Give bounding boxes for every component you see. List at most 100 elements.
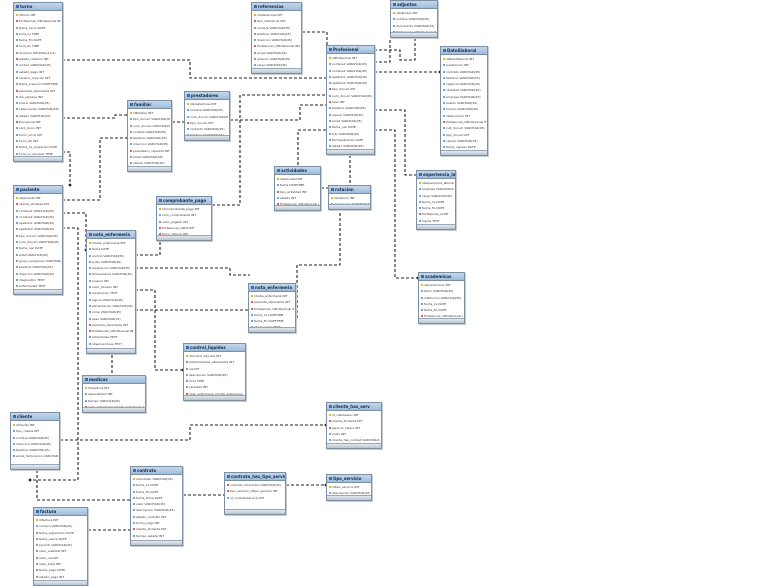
table-column[interactable]: id_contratoservicio INT <box>227 495 284 501</box>
table-column[interactable]: temperatura VARCHAR(45) <box>89 271 134 277</box>
table-column[interactable]: descripcion VARCHAR(45) <box>329 490 370 496</box>
table-column[interactable]: estado_pago INT <box>36 574 86 580</box>
table-column[interactable]: medicacion TEXT <box>89 290 134 296</box>
table-column[interactable]: cliente_idcliente INT <box>329 418 380 424</box>
table-column[interactable]: idfactura INT <box>36 517 86 523</box>
table-column[interactable]: celular VARCHAR(45) <box>443 138 486 144</box>
table-column[interactable]: num_docum VARCHAR(45) <box>329 93 373 99</box>
table-column[interactable]: tipo_docum VARCHAR(45) <box>130 116 170 122</box>
table-column[interactable]: observaciones TEXT <box>89 341 134 347</box>
table-column[interactable]: numero VARCHAR(45) <box>36 523 86 529</box>
table-column[interactable]: turno_inicio INT <box>16 132 61 138</box>
table-column[interactable]: nota_enfermeria_idnota_enfermeria INT <box>85 404 144 410</box>
table-column[interactable]: fecha_vence DATE <box>36 536 86 542</box>
table-column[interactable]: empresa VARCHAR(45) <box>443 94 486 100</box>
table-column[interactable]: idDatoSlaboral INT <box>443 56 486 62</box>
table-column[interactable]: diagnostico TEXT <box>16 277 61 283</box>
table-column[interactable]: Profesional_idProfesional INT <box>254 43 300 49</box>
table-column[interactable]: institucion VARCHAR(45) <box>421 295 463 301</box>
table-column[interactable]: Profesional_idProfesional INT <box>443 119 486 125</box>
table-column[interactable]: nota_enfermeria_idnota_enfermeria INT <box>186 391 244 397</box>
table-column[interactable]: respiracion VARCHAR(45) <box>89 265 134 271</box>
table-column[interactable]: fecha_fin DATE <box>421 307 463 313</box>
table-column[interactable]: nombre1 VARCHAR(45) <box>329 61 373 67</box>
table-column[interactable]: fecha_firma DATE <box>133 495 181 501</box>
table-column[interactable]: servicio_idserv INT <box>329 425 380 431</box>
table-column[interactable]: fecha_fin DATE <box>419 205 454 211</box>
table-column[interactable]: email VARCHAR(45) <box>130 154 170 160</box>
table-column[interactable]: cuit_docum VARCHAR(45) <box>443 125 486 131</box>
table-column[interactable]: paciente_idpaciente INT <box>89 322 134 328</box>
table-column[interactable]: celular VARCHAR(45) <box>329 112 373 118</box>
table-column[interactable]: valor VARCHAR(45) <box>133 501 181 507</box>
table-column[interactable]: actividades TEXT <box>89 334 134 340</box>
table-column[interactable]: direccion VARCHAR(45) <box>13 441 58 447</box>
table-column[interactable]: empresa VARCHAR(45) <box>419 186 454 192</box>
table-column[interactable]: idpaciente INT <box>16 195 61 201</box>
table-column[interactable]: nombre VARCHAR(45) <box>254 25 300 31</box>
table-column[interactable]: fecha_expedicion DATE <box>36 530 86 536</box>
table-column[interactable]: fecha DATE <box>89 246 134 252</box>
table-column[interactable]: parentesco_idparent INT <box>130 148 170 154</box>
table-column[interactable]: idrotacion INT <box>331 195 369 201</box>
table-column[interactable]: idnota_enfermeria INT <box>251 293 294 299</box>
table-column[interactable]: duracion DECIMAL(10,2) <box>16 50 61 56</box>
table-column[interactable]: edad VARCHAR(45) <box>16 252 61 258</box>
table-column[interactable]: valor_pagado INT <box>159 219 210 225</box>
table-column[interactable]: nombre2 VARCHAR(45) <box>329 68 373 74</box>
table-column[interactable]: email VARCHAR(45) <box>329 118 373 124</box>
table-column[interactable]: fecha_fin DATE <box>133 489 181 495</box>
table-column[interactable]: usuario_creacion INT <box>16 75 61 81</box>
table-column[interactable]: nombre1 VARCHAR(45) <box>16 208 61 214</box>
table-column[interactable]: apellido1 VARCHAR(45) <box>329 74 373 80</box>
table-column[interactable]: valor_tension INT <box>89 284 134 290</box>
table-column[interactable]: periodo VARCHAR(45) <box>36 542 86 548</box>
table-column[interactable]: telefono VARCHAR(45) <box>16 264 61 270</box>
table-column[interactable]: tipo_docum INT <box>187 120 228 126</box>
table-column[interactable]: direccion VARCHAR(45) <box>130 141 170 147</box>
table-column[interactable]: idmedicos INT <box>85 385 144 391</box>
table-column[interactable]: cant_turno INT <box>16 125 61 131</box>
table-column[interactable]: direccion VARCHAR(45) <box>254 37 300 43</box>
table-column[interactable]: presion INT <box>89 278 134 284</box>
table-column[interactable]: hora TIME <box>186 378 244 384</box>
table-column[interactable]: estado_rotacion INT <box>16 56 61 62</box>
table-column[interactable]: estado_contrato INT <box>133 514 181 520</box>
table-column[interactable]: cliente_idcliente INT <box>16 201 61 207</box>
table-column[interactable]: titulo VARCHAR(45) <box>421 288 463 294</box>
table-column[interactable]: Profesional_idProfesional INT <box>393 29 436 35</box>
table-column[interactable]: Profesional_idProfesional INT <box>89 328 134 334</box>
table-column[interactable]: hora_ini TIME <box>16 31 61 37</box>
table-column[interactable]: telefono VARCHAR(45) <box>13 447 58 453</box>
table-column[interactable]: enfermedad TEXT <box>16 283 61 289</box>
table-column[interactable]: nombre VARCHAR(45) <box>393 16 436 22</box>
table-column[interactable]: idcomprobante_pago INT <box>159 206 210 212</box>
table-column[interactable]: Fechaadmision DATE <box>329 137 373 143</box>
table-column[interactable]: tipo_docum VARCHAR(45) <box>16 233 61 239</box>
table-column[interactable]: tipo_referencia INT <box>254 18 300 24</box>
table-column[interactable]: descripcion VARCHAR(45) <box>186 372 244 378</box>
table-column[interactable]: cantidad VARCHAR(45) <box>443 87 486 93</box>
table-column[interactable]: sexo INT <box>329 99 373 105</box>
table-column[interactable]: control VARCHAR(45) <box>89 253 134 259</box>
table-column[interactable]: direccion VARCHAR(45) <box>16 271 61 277</box>
table-column[interactable]: foto VARCHAR(45) <box>329 131 373 137</box>
table-column[interactable]: Profesional_id INT <box>419 211 454 217</box>
table-column[interactable]: paciente_idpaciente INT <box>251 299 294 305</box>
table-column[interactable]: observacion VARCHAR(45) <box>16 106 61 112</box>
table-column[interactable]: administrados_eliminados INT <box>186 359 244 365</box>
table-column[interactable]: descripcion VARCHAR(45) <box>133 507 181 513</box>
table-column[interactable]: peso VARCHAR(45) <box>89 316 134 322</box>
table-column[interactable]: valor_iva INT <box>36 555 86 561</box>
